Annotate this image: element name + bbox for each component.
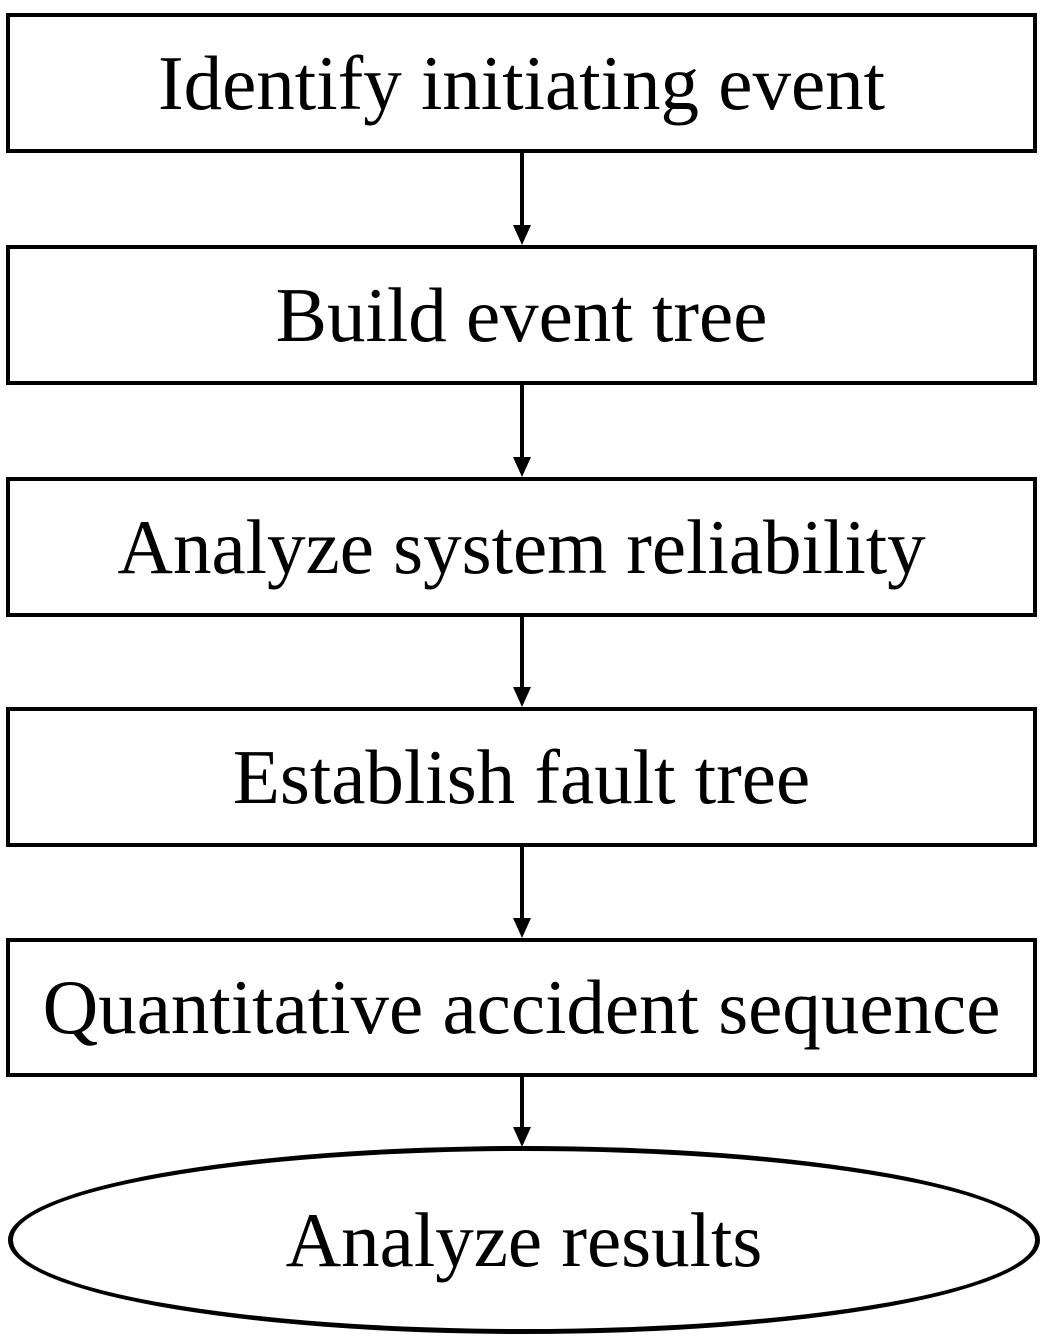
flow-node-analyze-results: Analyze results [8, 1146, 1040, 1334]
arrow-down-icon [513, 617, 531, 707]
node-label-build-event-tree: Build event tree [275, 271, 768, 358]
arrow-head [513, 225, 531, 245]
flow-node-quantitative-accident-sequence: Quantitative accident sequence [6, 938, 1037, 1077]
arrow-down-icon [513, 847, 531, 938]
node-label-analyze-results: Analyze results [285, 1196, 763, 1283]
arrow-down-icon [513, 153, 531, 245]
arrow-head [513, 687, 531, 707]
flow-node-establish-fault-tree: Establish fault tree [6, 707, 1037, 847]
node-label-establish-fault-tree: Establish fault tree [232, 733, 811, 820]
node-label-analyze-system-reliability: Analyze system reliability [117, 503, 926, 590]
flow-node-analyze-system-reliability: Analyze system reliability [6, 477, 1037, 617]
arrow-stem [520, 617, 524, 689]
flow-node-identify-initiating-event: Identify initiating event [6, 13, 1037, 153]
flow-node-build-event-tree: Build event tree [6, 245, 1037, 385]
node-label-quantitative-accident-sequence: Quantitative accident sequence [42, 964, 1001, 1050]
arrow-stem [520, 385, 524, 459]
arrow-head [513, 918, 531, 938]
node-label-identify-initiating-event: Identify initiating event [157, 39, 886, 126]
arrow-stem [520, 153, 524, 227]
arrow-down-icon [513, 385, 531, 477]
arrow-stem [520, 847, 524, 920]
arrow-head [513, 457, 531, 477]
arrow-down-icon [513, 1077, 531, 1147]
arrow-head [513, 1127, 531, 1147]
arrow-stem [520, 1077, 524, 1129]
